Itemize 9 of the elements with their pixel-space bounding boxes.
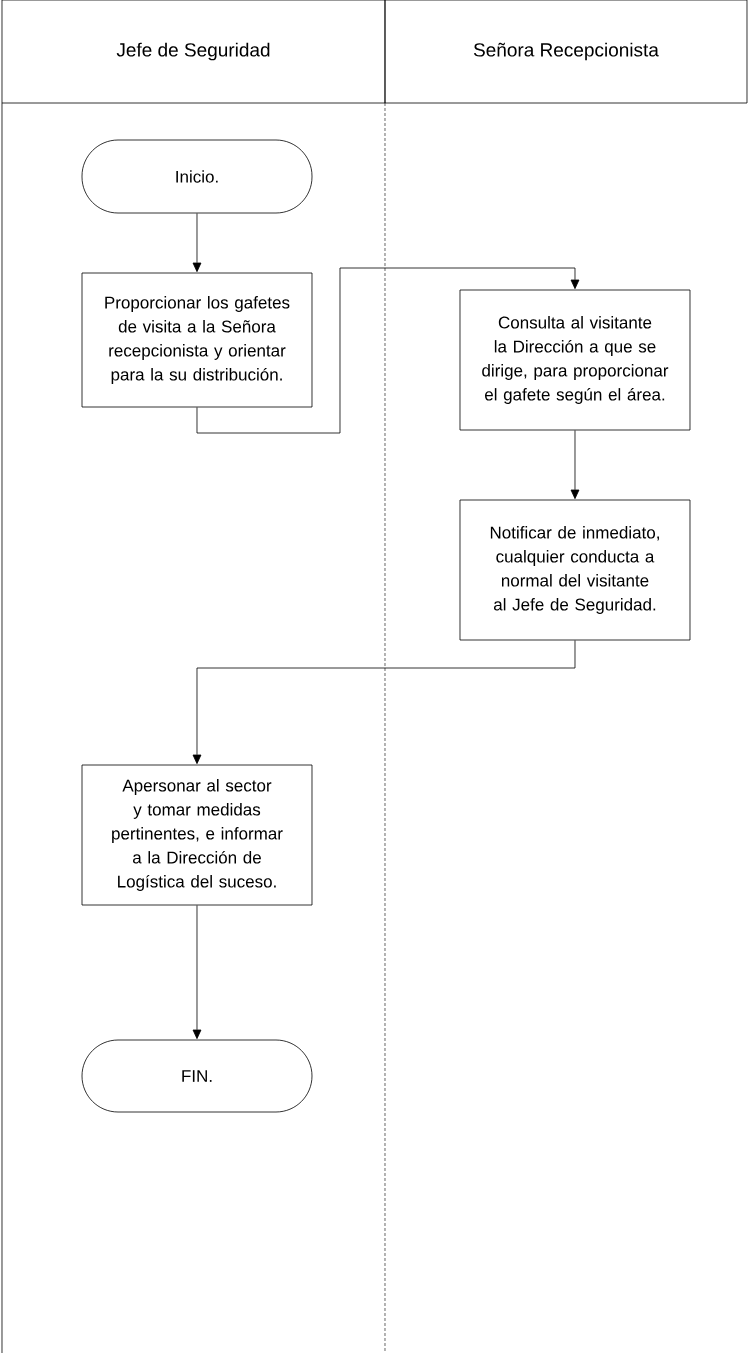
process-box: Proporcionar los gafetes de visita a la Señora recepcionista y orientar para la su distribución. — [81, 272, 313, 408]
arrow — [196, 267, 580, 434]
arrow — [570, 430, 580, 500]
process-box: Apersonar al sector y tomar medidas pertinentes, e informar a la Dirección de Logística del suceso. — [81, 764, 313, 906]
arrow — [192, 640, 576, 765]
process-box: Notificar de inmediato, cualquier conducta a normal del visitante al Jefe de Seguridad. — [459, 499, 691, 641]
arrow — [192, 213, 202, 273]
arrow — [192, 905, 202, 1040]
process-box: Consulta al visitante la Dirección a que se dirige, para proporcionar el gafete según el área. — [459, 289, 691, 431]
